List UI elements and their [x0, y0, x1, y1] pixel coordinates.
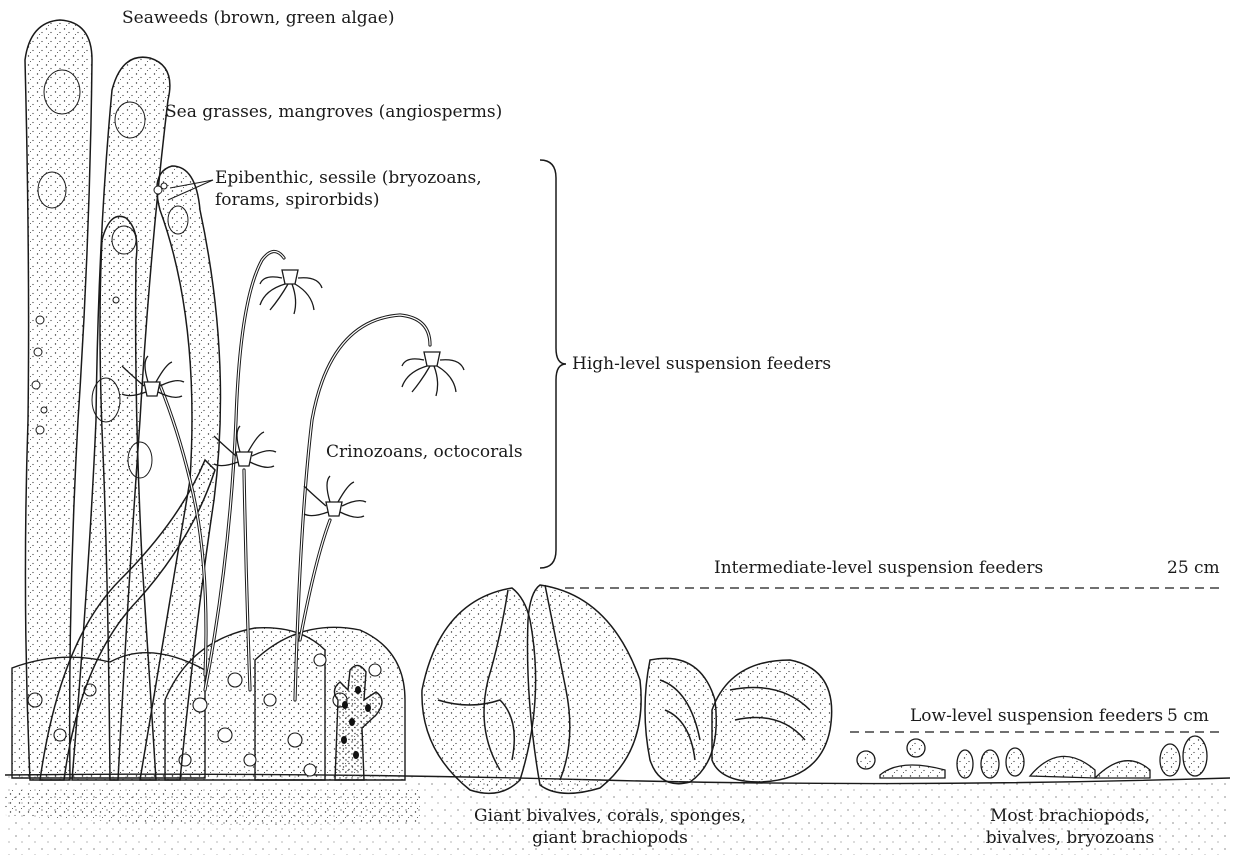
epibenthic-label-line2: forams, spirorbids) [215, 190, 380, 211]
small-low-level-organisms [857, 736, 1207, 778]
giant-brachiopods [422, 585, 641, 793]
giant-organisms-label-line1: Giant bivalves, corals, sponges, [440, 806, 780, 827]
seagrasses-label: Sea grasses, mangroves (angiosperms) [165, 102, 502, 123]
low-height-label: 5 cm [1167, 706, 1209, 727]
crinoid-crowns [122, 270, 464, 517]
most-organisms-label-line2: bivalves, bryozoans [960, 828, 1180, 849]
mid-bivalves [645, 658, 832, 783]
seaweed-fronds [25, 20, 220, 780]
crinozoans-label: Crinozoans, octocorals [326, 442, 523, 463]
giant-organisms-label-line2: giant brachiopods [440, 828, 780, 849]
high-level-bracket [540, 160, 566, 568]
low-level-label: Low-level suspension feeders [910, 706, 1163, 727]
epibenthic-label-line1: Epibenthic, sessile (bryozoans, [215, 168, 482, 189]
intermediate-height-label: 25 cm [1167, 558, 1220, 579]
high-level-label: High-level suspension feeders [572, 354, 831, 375]
intermediate-level-label: Intermediate-level suspension feeders [714, 558, 1043, 579]
most-organisms-label-line1: Most brachiopods, [960, 806, 1180, 827]
seaweeds-label: Seaweeds (brown, green algae) [122, 8, 394, 29]
